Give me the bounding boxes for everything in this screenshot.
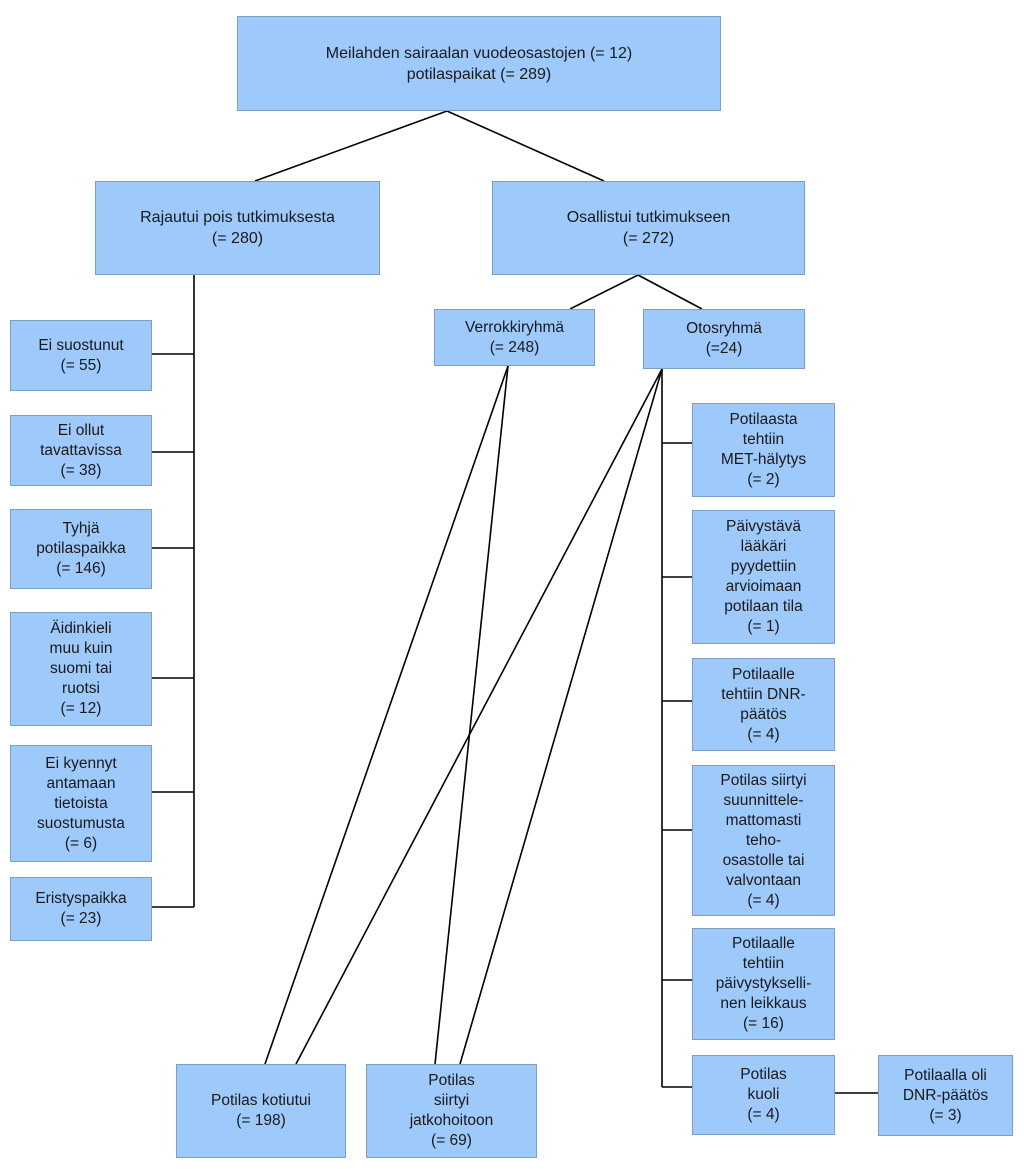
excluded-item-no-informed-consent: Ei kyennyt antamaan tietoista suostumust… [10,745,152,862]
outcome-further-care-box: Potilas siirtyi jatkohoitoon (= 69) [366,1064,537,1158]
death-dnr-label: Potilaalla oli DNR-päätös (= 3) [902,1066,989,1124]
excluded-item-language: Äidinkieli muu kuin suomi tai ruotsi (= … [10,612,152,726]
sample-item-label: Potilaasta tehtiin MET-hälytys (= 2) [720,411,807,488]
sample-item-label: Potilaalle tehtiin päivystykselli- nen l… [715,935,812,1032]
edge-included-control [569,274,639,310]
excluded-item-unavailable: Ei ollut tavattavissa (= 38) [10,415,152,486]
edge-included-sample [637,274,703,310]
sample-item-label: Päivystävä lääkäri pyydettiin arvioimaan… [724,518,803,635]
excluded-item-label: Äidinkieli muu kuin suomi tai ruotsi (= … [49,620,113,717]
excluded-item-label: Ei kyennyt antamaan tietoista suostumust… [37,754,125,852]
sample-item-doctor-assessment: Päivystävä lääkäri pyydettiin arvioimaan… [692,510,835,644]
sample-item-met-alert: Potilaasta tehtiin MET-hälytys (= 2) [692,403,835,497]
excluded-item-label: Ei suostunut (= 55) [38,336,124,374]
edge-control-discharged [264,365,509,1065]
outcome-further-care-label: Potilas siirtyi jatkohoitoon (= 69) [409,1072,494,1149]
excluded-item-no-consent: Ei suostunut (= 55) [10,320,152,391]
sample-item-emergency-surgery: Potilaalle tehtiin päivystykselli- nen l… [692,928,835,1040]
edge-control-further [434,365,509,1065]
excluded-box: Rajautui pois tutkimuksesta (= 280) [95,181,380,275]
edge-root-included [446,110,605,182]
sample-item-died: Potilas kuoli (= 4) [692,1055,835,1135]
sample-group-label: Otosryhmä (=24) [686,320,762,357]
root-box: Meilahden sairaalan vuodeosastojen (= 12… [237,16,721,111]
excluded-label: Rajautui pois tutkimuksesta (= 280) [140,209,335,247]
excluded-item-label: Tyhjä potilaspaikka (= 146) [36,520,126,577]
included-label: Osallistui tutkimukseen (= 272) [566,209,731,247]
outcome-discharged-label: Potilas kotiutui (= 198) [211,1092,311,1129]
control-group-label: Verrokkiryhmä (= 248) [464,318,565,356]
excluded-item-label: Ei ollut tavattavissa (= 38) [40,421,122,479]
excluded-item-isolation: Eristyspaikka (= 23) [10,877,152,941]
sample-item-label: Potilaalle tehtiin DNR- päätös (= 4) [721,665,806,743]
sample-item-label: Potilas kuoli (= 4) [740,1066,787,1123]
root-label: Meilahden sairaalan vuodeosastojen (= 12… [325,44,633,83]
sample-group-box: Otosryhmä (=24) [643,309,805,369]
edge-sample-discharged [295,368,663,1065]
sample-item-icu-transfer: Potilas siirtyi suunnittele- mattomasti … [692,765,835,916]
excluded-item-label: Eristyspaikka (= 23) [35,890,127,927]
edge-root-excluded [254,110,448,182]
sample-item-label: Potilas siirtyi suunnittele- mattomasti … [720,771,807,909]
death-dnr-box: Potilaalla oli DNR-päätös (= 3) [878,1055,1013,1136]
outcome-discharged-box: Potilas kotiutui (= 198) [176,1064,346,1158]
included-box: Osallistui tutkimukseen (= 272) [492,181,805,275]
excluded-item-empty-bed: Tyhjä potilaspaikka (= 146) [10,509,152,589]
edge-sample-further [459,368,663,1065]
control-group-box: Verrokkiryhmä (= 248) [434,309,595,366]
sample-item-dnr-decision: Potilaalle tehtiin DNR- päätös (= 4) [692,658,835,751]
